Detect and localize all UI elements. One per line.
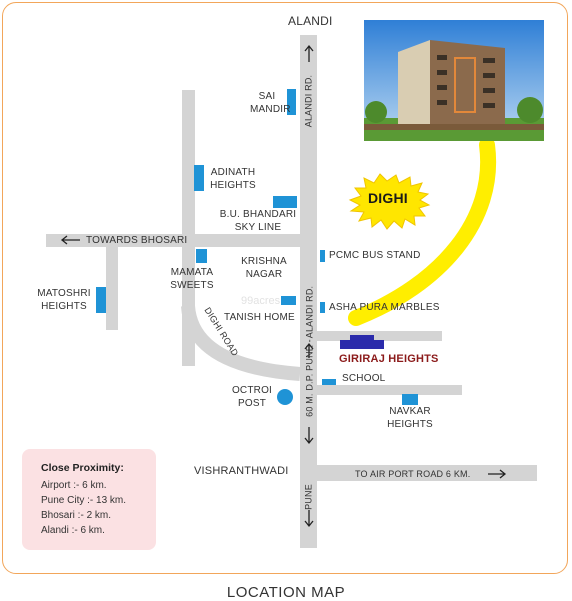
proximity-item: Bhosari :- 2 km. [41,510,112,521]
marker-mamata [196,249,207,263]
marker-school [322,379,336,385]
arrow-icon-mid-up [304,342,314,358]
marker-matoshri [96,287,106,313]
roads [46,35,537,548]
label-alandi-rd-top: ALANDI RD. [303,74,314,128]
label-tanish-home: TANISH HOME [224,312,295,323]
road-airport [317,465,537,481]
proximity-title: Close Proximity: [41,462,124,474]
arrow-icon-bottom-down [304,510,314,528]
proximity-item: Pune City :- 13 km. [41,495,127,506]
road-towards-bhosari [46,234,300,247]
arrow-icon-bhosari [60,235,80,245]
marker-pcmc [320,250,325,262]
marker-tanish [281,296,296,305]
building-photo [364,20,544,141]
project-marker [340,335,384,349]
label-school: SCHOOL [342,373,386,384]
marker-navkar [402,394,418,405]
label-asha-pura: ASHA PURA MARBLES [329,302,440,313]
road-school [317,385,462,395]
road-asha-pura [317,331,442,341]
starburst-icon [348,173,431,230]
arrow-icon-mid-down [304,427,314,445]
label-pune: PUNE [303,484,314,510]
label-towards-bhosari: TOWARDS BHOSARI [86,235,188,246]
map-frame [2,2,568,574]
arrow-icon [60,44,507,528]
label-airport-road: TO AIR PORT ROAD 6 KM. [355,469,471,479]
proximity-item: Alandi :- 6 km. [41,525,105,536]
map-caption: LOCATION MAP [226,584,346,601]
circle-marker-icon [277,389,293,405]
label-vishranthwadi: VISHRANTHWADI [194,465,289,477]
label-giriraj-heights: GIRIRAJ HEIGHTS [339,353,439,365]
proximity-box: Close Proximity: Airport :- 6 km. Pune C… [22,449,156,550]
label-pcmc-bus-stand: PCMC BUS STAND [329,250,421,261]
road-dighi [181,305,301,381]
label-alandi-rd-mid: ALANDI RD. [304,285,315,339]
label-alandi: ALANDI [288,14,333,28]
map-marker-icon [96,89,418,405]
label-dighi: DIGHI [368,190,408,206]
road-alandi-main [300,35,317,548]
highlight-road [348,137,497,326]
marker-bu-bhandari [273,196,297,208]
arrow-icon-alandi [304,44,314,62]
marker-asha-pura [320,302,325,313]
proximity-item: Airport :- 6 km. [41,480,107,491]
road-upper-branch [182,90,195,366]
road-matoshri [106,247,118,330]
watermark: 99acres [241,295,281,307]
arrow-icon-airport [488,469,507,479]
marker-adinath [194,165,204,191]
marker-sai-mandir [287,89,296,115]
label-dp-road: 60 M. D.P. PUNE - [304,339,315,417]
